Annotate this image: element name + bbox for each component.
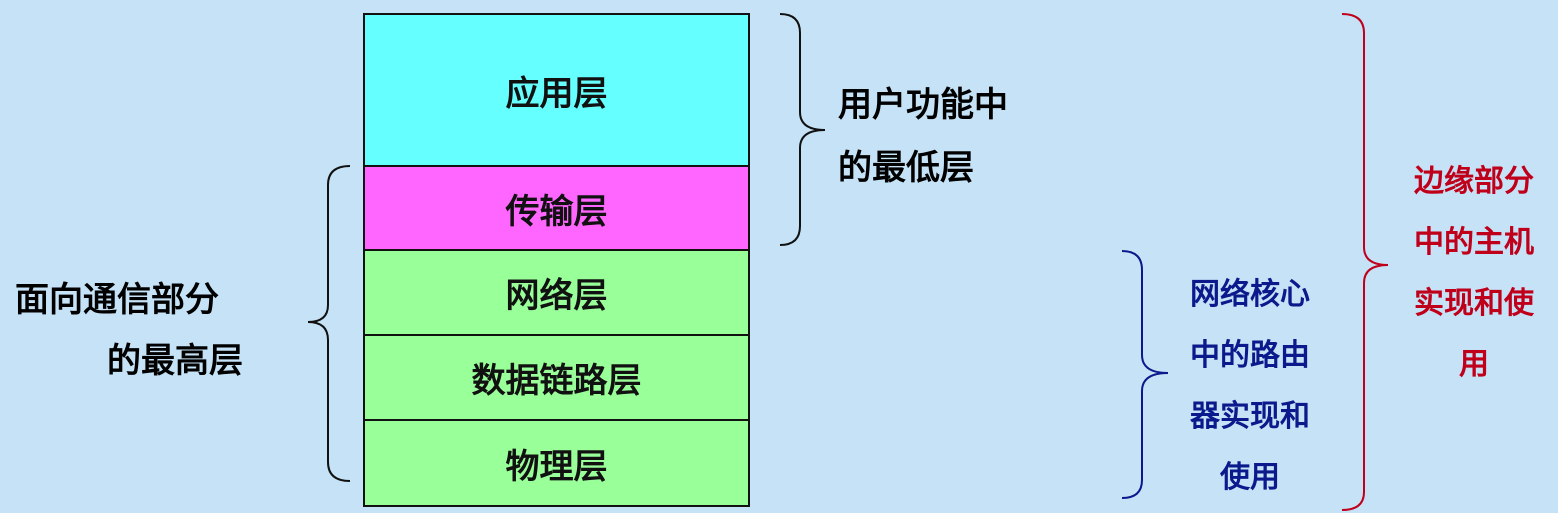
edge-annotation-line1: 边缘部分 [1414, 164, 1534, 199]
core-annotation-line2: 中的路由 [1190, 338, 1310, 373]
upper-right-brace [779, 13, 826, 246]
core-annotation-line3: 器实现和 [1190, 399, 1310, 434]
left-annotation-line2: 的最高层 [107, 341, 243, 381]
layer-application: 应用层 [365, 15, 748, 167]
edge-annotation-line3: 实现和使 [1414, 286, 1534, 321]
layer-transport: 传输层 [365, 167, 748, 251]
core-annotation-line4: 使用 [1220, 460, 1280, 495]
upper-right-annotation-line1: 用户功能中 [838, 85, 1008, 125]
core-annotation-line1: 网络核心 [1190, 277, 1310, 312]
left-annotation-line1: 面向通信部分 [15, 280, 219, 320]
core-brace [1121, 250, 1169, 499]
left-brace [307, 165, 351, 482]
edge-annotation-line4: 用 [1459, 347, 1489, 382]
layer-network: 网络层 [365, 251, 748, 336]
upper-right-annotation-line2: 的最低层 [838, 148, 974, 188]
edge-brace [1341, 13, 1389, 511]
edge-annotation: 边缘部分 中的主机 实现和使 用 [1390, 151, 1558, 395]
edge-annotation-line2: 中的主机 [1414, 225, 1534, 260]
layer-physical: 物理层 [365, 421, 748, 505]
core-annotation: 网络核心 中的路由 器实现和 使用 [1165, 264, 1335, 508]
protocol-stack: 应用层 传输层 网络层 数据链路层 物理层 [363, 13, 750, 507]
layer-data-link: 数据链路层 [365, 336, 748, 421]
